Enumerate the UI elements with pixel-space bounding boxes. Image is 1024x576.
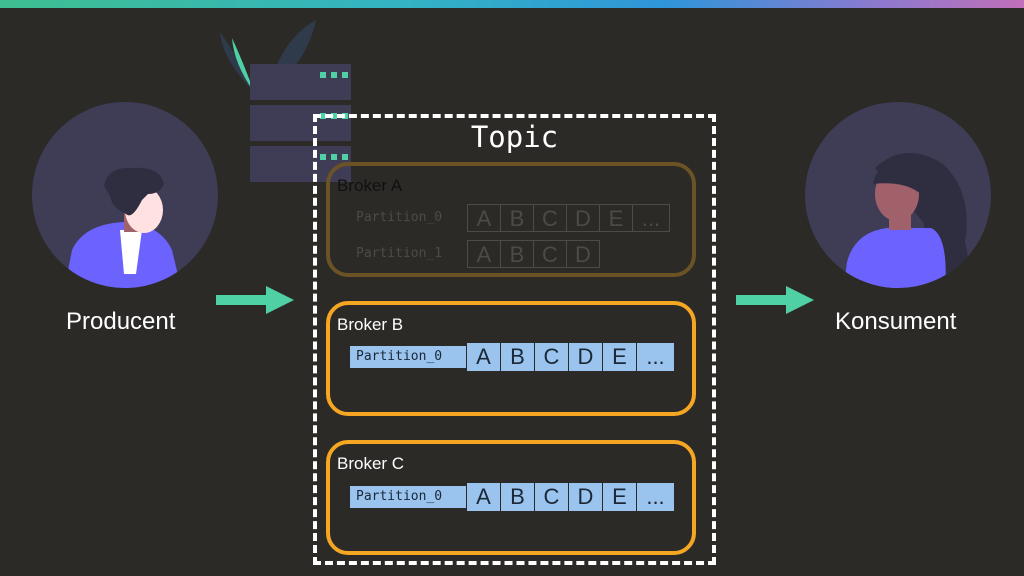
arrow-right-icon	[216, 286, 294, 314]
broker-c-partition-0-cells: A B C D E ...	[467, 483, 675, 511]
partition-cell: C	[533, 240, 567, 268]
broker-b-partition-0-label: Partition_0	[350, 346, 466, 368]
broker-a-partition-1-cells: A B C D	[467, 240, 600, 268]
consumer-person-icon	[843, 152, 969, 288]
partition-cell: ...	[637, 483, 675, 511]
partition-cell: E	[599, 204, 633, 232]
partition-cell: ...	[632, 204, 670, 232]
broker-b-box	[326, 301, 696, 416]
consumer-avatar	[805, 102, 991, 288]
partition-cell: C	[535, 343, 569, 371]
partition-cell: B	[500, 204, 534, 232]
partition-cell: D	[569, 343, 603, 371]
partition-cell: B	[501, 343, 535, 371]
broker-b-partition-0-cells: A B C D E ...	[467, 343, 675, 371]
partition-cell: D	[566, 240, 600, 268]
partition-cell: E	[603, 343, 637, 371]
broker-a-name: Broker A	[337, 176, 403, 195]
broker-b-name: Broker B	[337, 315, 404, 334]
partition-cell: B	[500, 240, 534, 268]
arrow-right-icon	[736, 286, 814, 314]
broker-c-box	[326, 440, 696, 555]
broker-a-partition-0-label: Partition_0	[356, 210, 443, 225]
producer-person-icon	[64, 167, 182, 288]
topic-container	[313, 114, 716, 565]
partition-cell: B	[501, 483, 535, 511]
producer-avatar	[32, 102, 218, 288]
producer-label: Producent	[66, 308, 176, 335]
partition-cell: D	[566, 204, 600, 232]
partition-cell: ...	[637, 343, 675, 371]
partition-cell: E	[603, 483, 637, 511]
broker-a-partition-1-label: Partition_1	[356, 246, 443, 261]
consumer-label: Konsument	[835, 308, 957, 335]
partition-cell: D	[569, 483, 603, 511]
partition-cell: C	[535, 483, 569, 511]
broker-a-box	[326, 162, 696, 277]
partition-cell: A	[467, 483, 501, 511]
partition-cell: C	[533, 204, 567, 232]
broker-c-name: Broker C	[337, 454, 405, 473]
partition-cell: A	[467, 204, 501, 232]
partition-cell: A	[467, 343, 501, 371]
topic-title: Topic	[470, 120, 559, 154]
broker-c-partition-0-label: Partition_0	[350, 486, 466, 508]
partition-cell: A	[467, 240, 501, 268]
broker-a-partition-0-cells: A B C D E ...	[467, 204, 670, 232]
top-gradient-bar	[0, 0, 1024, 8]
